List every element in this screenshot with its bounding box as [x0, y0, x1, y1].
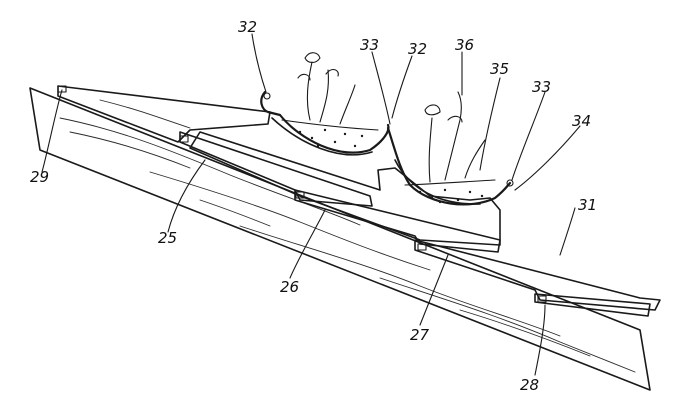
- roof-tiles: [57, 85, 661, 317]
- leader-lines: [41, 33, 581, 376]
- label-36: 36: [455, 36, 474, 54]
- clip-28: [537, 295, 547, 303]
- clip-26: [295, 191, 305, 199]
- label-34: 34: [572, 112, 591, 130]
- label-27: 27: [410, 326, 430, 344]
- clip-27: [417, 243, 427, 251]
- roof-board: [29, 87, 651, 391]
- label-31: 31: [578, 196, 597, 214]
- label-32a: 32: [238, 18, 257, 36]
- label-35: 35: [490, 60, 509, 78]
- clip-29: [57, 85, 67, 93]
- soil-lower: [404, 179, 496, 204]
- plants-lower: [424, 91, 486, 183]
- label-26: 26: [280, 278, 299, 296]
- label-25: 25: [158, 229, 177, 247]
- label-32b: 32: [408, 40, 427, 58]
- plants-upper: [297, 52, 356, 125]
- label-29: 29: [30, 168, 49, 186]
- planter-tray-lower: [386, 126, 514, 206]
- label-33b: 33: [532, 78, 551, 96]
- label-28: 28: [520, 376, 539, 394]
- reference-labels: 29 25 26 27 28 31 32 32 33 33 34 35 36: [30, 18, 597, 394]
- hatched-support-block: [189, 131, 501, 246]
- soil-upper: [281, 119, 379, 148]
- label-33a: 33: [360, 36, 379, 54]
- planter-tray-upper: [260, 90, 390, 156]
- clip-25: [179, 135, 189, 143]
